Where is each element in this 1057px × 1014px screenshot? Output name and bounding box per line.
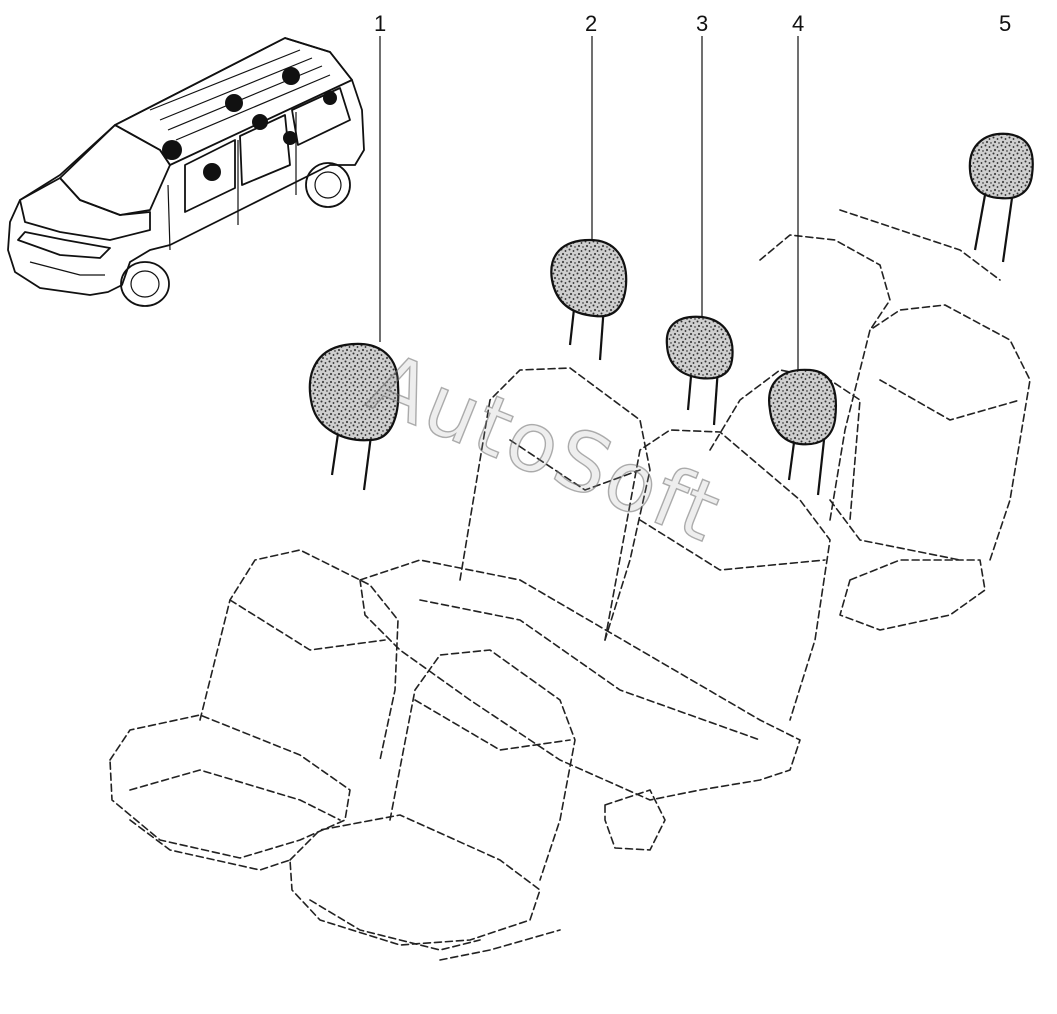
headrest-2[interactable]: [550, 238, 628, 361]
callout-5: 5: [999, 11, 1011, 36]
headrest-1[interactable]: [308, 342, 400, 491]
seat-outlines: [109, 209, 1031, 961]
headrest-4[interactable]: [768, 368, 838, 496]
car-thumbnail: [7, 37, 365, 307]
leader-lines: [379, 36, 799, 370]
headrest-5[interactable]: [968, 132, 1034, 263]
callout-1: 1: [374, 11, 386, 36]
callout-2: 2: [585, 11, 597, 36]
callout-3: 3: [696, 11, 708, 36]
callout-4: 4: [792, 11, 804, 36]
headrest-3[interactable]: [665, 315, 734, 426]
